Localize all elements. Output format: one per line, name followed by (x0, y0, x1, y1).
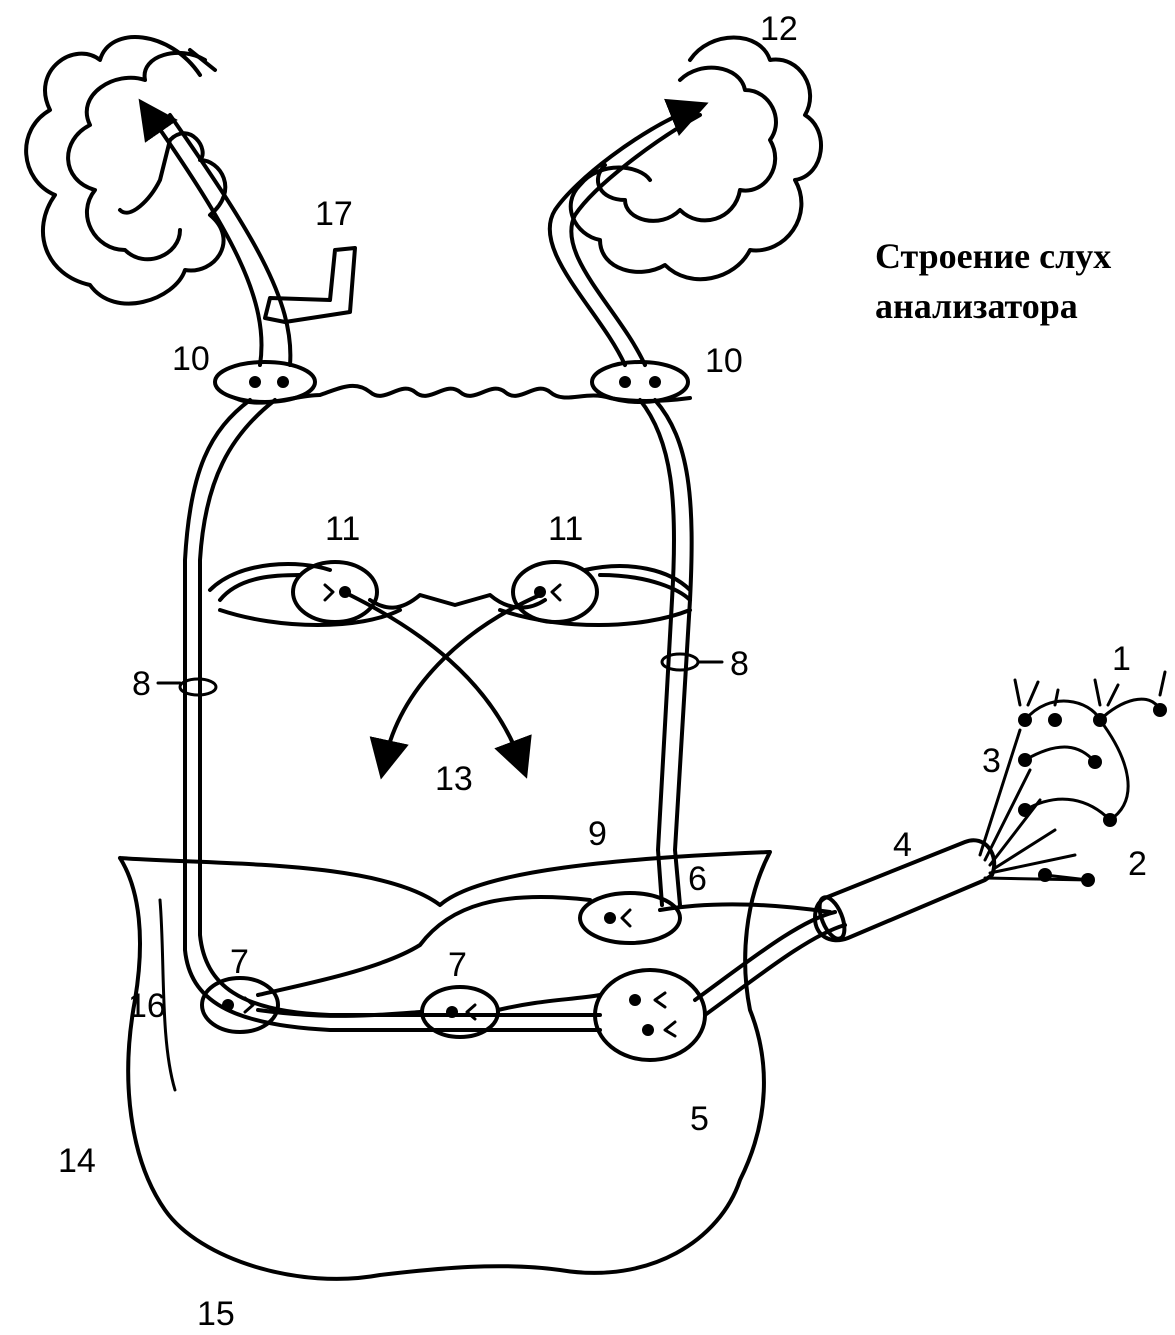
left-inferior-colliculus (293, 562, 377, 622)
label-10-left: 10 (172, 340, 210, 378)
label-6: 6 (688, 860, 707, 898)
diagram-title-line2: анализатора (875, 286, 1078, 326)
ventral-cochlear-neuron (642, 1024, 654, 1036)
label-11-left: 11 (325, 510, 360, 548)
diagram-title-line1: Строение слух (875, 236, 1111, 276)
label-10-right: 10 (705, 342, 743, 380)
olive-neuron (604, 912, 616, 924)
label-17: 17 (315, 195, 353, 233)
label-7-left: 7 (230, 943, 249, 981)
tectum-outline (220, 575, 690, 608)
label-12: 12 (760, 10, 798, 48)
olive-synapse (622, 910, 630, 926)
superior-olive-nucleus (580, 893, 680, 943)
label-2: 2 (1128, 845, 1147, 883)
label-16: 16 (128, 987, 166, 1025)
left-geniculate-neuron-b (277, 376, 289, 388)
label-14: 14 (58, 1142, 96, 1180)
label-9: 9 (588, 815, 607, 853)
label-5: 5 (690, 1100, 709, 1138)
right-colliculus-synapse (552, 585, 560, 600)
label-11-right: 11 (548, 510, 583, 548)
right-lateral-lemniscus-inner (640, 400, 674, 905)
right-tectospinal-arrow (385, 595, 540, 760)
label-15: 15 (197, 1295, 235, 1333)
left-lateral-lemniscus-inner (200, 400, 600, 1015)
cochlear-nuclei (595, 970, 705, 1060)
left-colliculus-synapse (325, 585, 333, 600)
trapezoid-fiber-2 (498, 995, 600, 1010)
olive-to-nerve-fiber (660, 904, 830, 912)
left-cortex-inner (68, 53, 205, 259)
hair-cell-b (1048, 713, 1062, 727)
label-8-right: 8 (730, 645, 749, 683)
left-geniculate-neuron-a (249, 376, 261, 388)
label-1: 1 (1112, 640, 1131, 678)
label-4: 4 (893, 826, 912, 864)
label-8-left: 8 (132, 665, 151, 703)
dorsal-cochlear-neuron (629, 994, 641, 1006)
right-geniculate-neuron-b (649, 376, 661, 388)
internal-capsule-shape (265, 248, 355, 322)
cochlear-synapse-b (665, 1022, 675, 1036)
label-7-center: 7 (448, 946, 467, 984)
brainstem-outline (120, 852, 770, 1279)
right-thalamocortical-tract-2 (571, 115, 700, 365)
tectum-underline (220, 610, 690, 625)
label-3: 3 (982, 742, 1001, 780)
right-geniculate-neuron-a (619, 376, 631, 388)
cochlear-synapse-a (655, 993, 665, 1007)
left-lateral-lemniscus-outer (185, 400, 600, 1030)
label-13: 13 (435, 760, 473, 798)
left-trapezoid-neuron (222, 999, 234, 1011)
olive-to-trapezoid-fiber (258, 897, 590, 995)
medial-trapezoid-neuron (446, 1006, 458, 1018)
